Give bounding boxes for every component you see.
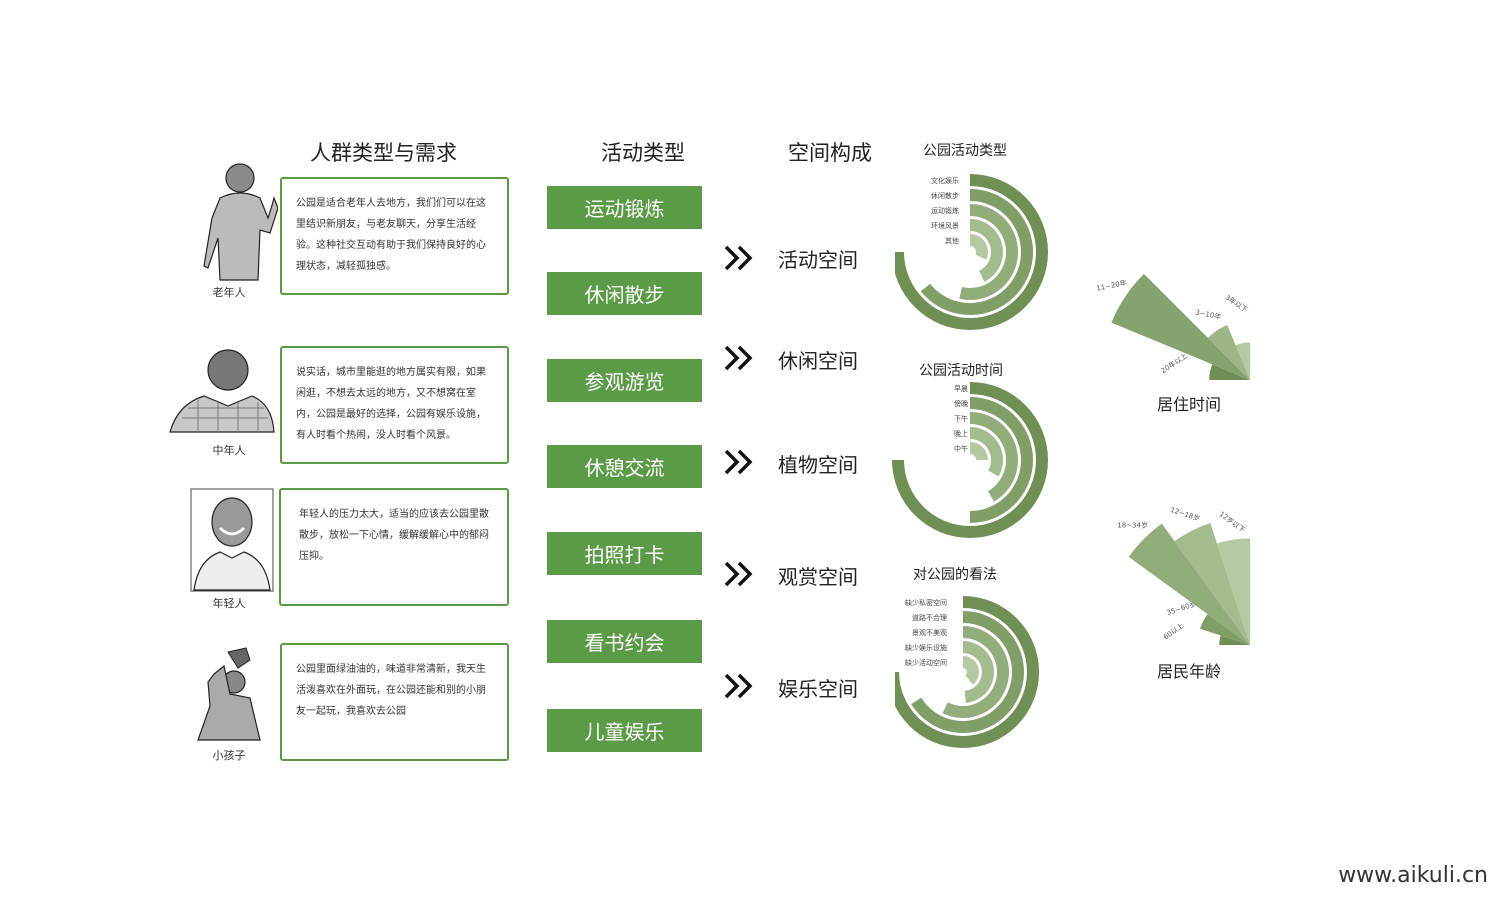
activity-box: 儿童娱乐 (547, 709, 702, 752)
rose-category-label: 12~18岁 (1169, 505, 1201, 523)
rose-slice (1235, 342, 1250, 380)
radial-bar (959, 204, 1018, 300)
rose-slice (1174, 522, 1250, 645)
radial-category-label: 文化娱乐 (931, 176, 959, 185)
radial-bar (970, 442, 988, 460)
rose-slice (1209, 364, 1250, 380)
child-photo (197, 647, 261, 741)
radial-bar (970, 397, 1033, 523)
space-label: 娱乐空间 (778, 677, 858, 701)
radial-category-label: 下午 (954, 414, 968, 423)
radial-bar (963, 656, 979, 685)
radial-bar (970, 219, 1003, 282)
rose-category-label: 11~20年 (1096, 278, 1128, 293)
radial-category-label: 道路不合理 (912, 613, 947, 622)
radial-category-label: 其他 (945, 236, 959, 245)
radial-bar (970, 234, 988, 260)
radial-bar (970, 427, 1003, 477)
radial-bar (942, 626, 1009, 718)
child-quote-box: 公园里面绿油油的，味道非常清新，我天生活泼喜欢在外面玩，在公园还能和别的小朋友一… (280, 643, 509, 761)
radial-category-label: 缺少娱乐设施 (905, 643, 947, 652)
person-label: 小孩子 (212, 749, 246, 762)
young-quote-box: 年轻人的压力太大，适当的应该去公园里散散步，放松一下心情，缓解缓解心中的郁闷压抑… (279, 488, 509, 606)
person-label: 中年人 (212, 444, 246, 457)
radial-category-label: 晚上 (954, 429, 968, 438)
rose-category-label: 3~10年 (1195, 307, 1222, 321)
double-chevron-icon (724, 449, 753, 475)
activity-box: 休闲散步 (547, 272, 702, 315)
radial-category-label: 缺少私密空间 (905, 598, 947, 607)
activity-box: 参观游览 (547, 359, 702, 402)
space-label: 休闲空间 (778, 349, 858, 373)
radial-category-label: 缺少活动空间 (905, 658, 947, 667)
rose-slice (1217, 538, 1250, 645)
rose-category-label: 20年以上 (1159, 351, 1189, 375)
chart-title: 公园活动时间 (919, 363, 1003, 379)
double-chevron-icon (724, 345, 753, 371)
young-person-photo (190, 488, 274, 592)
rose-category-label: 60以上 (1162, 621, 1186, 642)
radial-category-label: 傍晚 (954, 399, 968, 408)
radial-category-label: 运动锻炼 (931, 206, 959, 215)
elderly-person-photo (203, 163, 278, 281)
radial-category-label: 中午 (954, 444, 968, 453)
rose-slice (1128, 523, 1250, 645)
person-label: 年轻人 (212, 597, 246, 610)
activity-box: 看书约会 (547, 620, 702, 663)
person-label: 老年人 (212, 286, 246, 299)
rose-slice (1219, 635, 1250, 645)
radial-category-label: 景观不美观 (912, 628, 947, 637)
space-label: 观赏空间 (778, 565, 858, 589)
space-column-title: 空间构成 (788, 141, 872, 165)
radial-category-label: 环境风景 (931, 221, 959, 230)
rose-category-label: 18~34岁 (1117, 521, 1148, 530)
activity-box: 休憩交流 (547, 445, 702, 488)
space-label: 植物空间 (778, 453, 858, 477)
elderly-quote-box: 公园是适合老年人去地方，我们们可以在这里结识新朋友，与老友聊天，分享生活经验。这… (280, 177, 509, 295)
double-chevron-icon (724, 245, 753, 271)
radial-bar (970, 412, 1018, 502)
chart-title: 公园活动类型 (923, 143, 1007, 159)
people-column-title: 人群类型与需求 (310, 141, 457, 165)
rose-category-label: 3年以下 (1223, 293, 1249, 315)
activity-column-title: 活动类型 (601, 141, 685, 165)
radial-category-label: 休闲散步 (931, 191, 959, 200)
rose-slice (1207, 325, 1250, 380)
double-chevron-icon (724, 561, 753, 587)
double-chevron-icon (724, 673, 753, 699)
rose-slice (1111, 273, 1250, 380)
radial-bar (963, 641, 994, 703)
watermark: www.aikuli.cn (1338, 863, 1488, 888)
activity-box: 运动锻炼 (547, 186, 702, 229)
rose-slice (1200, 614, 1250, 645)
activity-box: 拍照打卡 (547, 532, 702, 575)
space-label: 活动空间 (778, 248, 858, 272)
chart-title: 居住时间 (1157, 395, 1222, 414)
chart-title: 居民年龄 (1157, 662, 1222, 681)
middle-aged-quote-box: 说实话，城市里能逛的地方属实有限，如果闲逛，不想去太远的地方，又不想窝在室内，公… (280, 346, 509, 464)
radial-category-label: 早晨 (954, 385, 968, 393)
middle-aged-person-photo (169, 349, 275, 433)
rose-category-label: 12岁以下 (1218, 509, 1247, 534)
chart-title: 对公园的看法 (913, 567, 997, 583)
